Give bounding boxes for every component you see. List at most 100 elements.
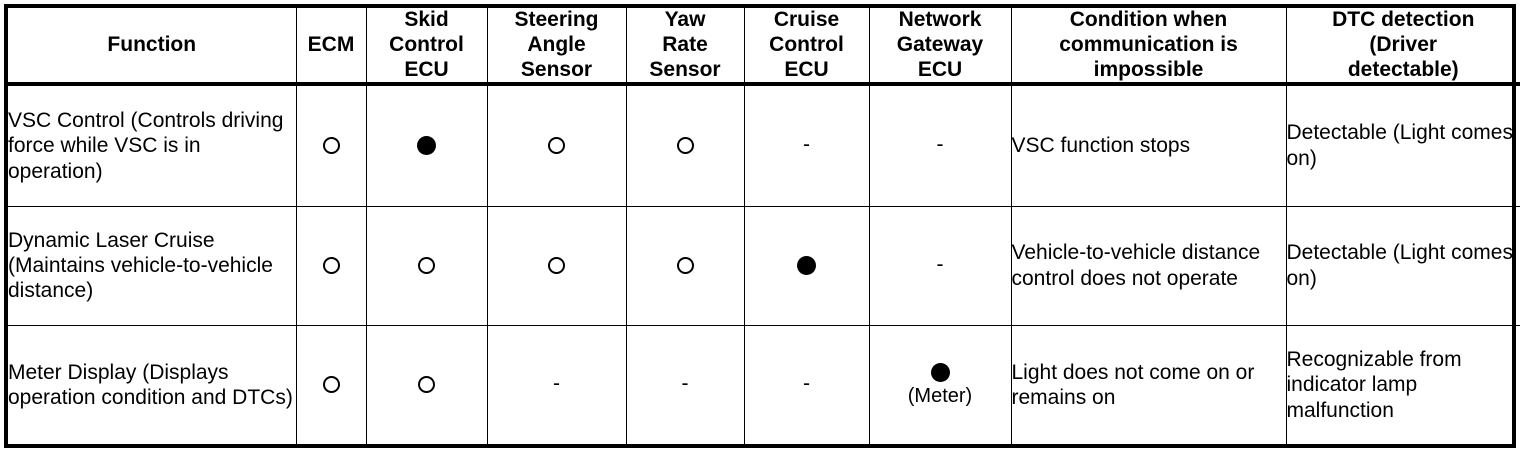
cell-cruise — [743, 205, 870, 326]
column-header-steering-line1: Steering — [514, 8, 599, 31]
cell-function: Dynamic Laser Cruise (Maintains vehicle-… — [8, 205, 297, 326]
cell-skid — [365, 205, 488, 326]
mark-stack: - — [627, 372, 744, 396]
mark-stack: - — [745, 372, 869, 396]
column-header-dtc-line2: (Driver — [1369, 32, 1438, 56]
column-header-condition: Condition when communication is impossib… — [1010, 8, 1287, 87]
mark-note-label: (Meter) — [907, 385, 973, 408]
mark-stack — [488, 137, 626, 155]
communication-matrix-table: Function ECM Skid Control ECU Steering A… — [8, 8, 1520, 444]
cell-ecm — [295, 324, 367, 444]
column-header-ecm: ECM — [295, 8, 367, 87]
open-circle-icon — [548, 257, 565, 275]
open-circle-icon — [418, 257, 435, 275]
column-header-cruise-line1: Cruise — [773, 8, 840, 31]
cell-yaw — [625, 83, 745, 207]
dash-icon: - — [936, 253, 944, 277]
cell-function: VSC Control (Controls driving force whil… — [8, 83, 297, 207]
dash-icon: - — [681, 372, 689, 396]
mark-stack — [627, 137, 744, 155]
table-row: Dynamic Laser Cruise (Maintains vehicle-… — [8, 205, 1520, 326]
column-header-skid-control-ecu: Skid Control ECU — [365, 8, 488, 87]
column-header-yaw-rate-sensor: Yaw Rate Sensor — [625, 8, 745, 87]
column-header-skid-line1: Skid — [404, 8, 449, 31]
mark-stack — [367, 376, 487, 394]
cell-condition: VSC function stops — [1010, 83, 1287, 207]
column-header-skid-line2: Control — [389, 32, 464, 56]
column-header-network-gateway-ecu: Network Gateway ECU — [868, 8, 1012, 87]
column-header-function-label: Function — [107, 32, 197, 56]
column-header-dtc-detection: DTC detection (Driver detectable) — [1285, 8, 1520, 87]
mark-stack — [745, 256, 869, 276]
table-row: Meter Display (Displays operation condit… — [8, 324, 1520, 444]
mark-stack — [367, 257, 487, 275]
filled-circle-icon — [930, 363, 950, 383]
cell-skid — [365, 324, 488, 444]
open-circle-icon — [418, 376, 435, 394]
mark-stack — [297, 137, 366, 155]
open-circle-icon — [676, 257, 694, 275]
column-header-steering-line2: Angle — [527, 32, 586, 56]
open-circle-icon — [322, 376, 340, 394]
mark-stack — [488, 257, 626, 275]
column-header-ecm-label: ECM — [307, 32, 355, 56]
cell-dtc: Detectable (Light comes on) — [1285, 205, 1520, 326]
dash-icon: - — [803, 372, 810, 396]
open-circle-icon — [676, 137, 694, 155]
column-header-yaw-line1: Yaw — [664, 8, 706, 31]
column-header-gateway-line1: Network — [898, 8, 982, 31]
mark-stack — [297, 257, 366, 275]
table-row: VSC Control (Controls driving force whil… — [8, 83, 1520, 207]
cell-steering — [486, 205, 627, 326]
mark-stack: - — [745, 133, 869, 157]
cell-dtc: Recognizable from indicator lamp malfunc… — [1285, 324, 1520, 444]
open-circle-icon — [548, 137, 565, 155]
column-header-yaw-line2: Rate — [662, 32, 708, 56]
cell-ecm — [295, 205, 367, 326]
cell-yaw: - — [625, 324, 745, 444]
column-header-condition-line2: communication is — [1059, 32, 1238, 56]
column-header-cruise-control-ecu: Cruise Control ECU — [743, 8, 870, 87]
mark-stack — [367, 136, 487, 156]
filled-circle-icon — [797, 256, 816, 276]
cell-condition: Vehicle-to-vehicle distance control does… — [1010, 205, 1287, 326]
column-header-dtc-line1: DTC detection — [1332, 8, 1475, 31]
open-circle-icon — [322, 137, 340, 155]
cell-cruise: - — [743, 83, 870, 207]
column-header-condition-line1: Condition when — [1069, 8, 1228, 31]
cell-steering — [486, 83, 627, 207]
filled-circle-icon — [417, 136, 436, 156]
cell-ecm — [295, 83, 367, 207]
cell-yaw — [625, 205, 745, 326]
dash-icon: - — [803, 133, 810, 157]
column-header-skid-line3: ECU — [404, 57, 449, 81]
column-header-steering-angle-sensor: Steering Angle Sensor — [486, 8, 627, 87]
mark-stack: - — [488, 372, 626, 396]
column-header-steering-line3: Sensor — [520, 57, 593, 81]
table-body: VSC Control (Controls driving force whil… — [8, 83, 1520, 444]
mark-stack — [297, 376, 366, 394]
dash-icon: - — [936, 133, 944, 157]
cell-condition: Light does not come on or remains on — [1010, 324, 1287, 444]
cell-cruise: - — [743, 324, 870, 444]
cell-skid — [365, 83, 488, 207]
cell-gateway: (Meter) — [868, 324, 1012, 444]
column-header-cruise-line3: ECU — [784, 57, 829, 81]
cell-function: Meter Display (Displays operation condit… — [8, 324, 297, 444]
column-header-cruise-line2: Control — [769, 32, 844, 56]
table-header: Function ECM Skid Control ECU Steering A… — [8, 8, 1520, 87]
column-header-function: Function — [8, 8, 297, 87]
column-header-dtc-line3: detectable) — [1347, 57, 1459, 81]
header-row: Function ECM Skid Control ECU Steering A… — [8, 8, 1520, 87]
cell-dtc: Detectable (Light comes on) — [1285, 83, 1520, 207]
column-header-yaw-line3: Sensor — [649, 57, 721, 81]
cell-gateway: - — [868, 83, 1012, 207]
column-header-gateway-line3: ECU — [917, 57, 963, 81]
dash-icon: - — [553, 372, 560, 396]
open-circle-icon — [322, 257, 340, 275]
mark-stack — [627, 257, 744, 275]
column-header-condition-line3: impossible — [1093, 57, 1204, 81]
communication-matrix-table-frame: Function ECM Skid Control ECU Steering A… — [4, 4, 1520, 448]
mark-stack: - — [870, 133, 1011, 157]
column-header-gateway-line2: Gateway — [896, 32, 984, 56]
